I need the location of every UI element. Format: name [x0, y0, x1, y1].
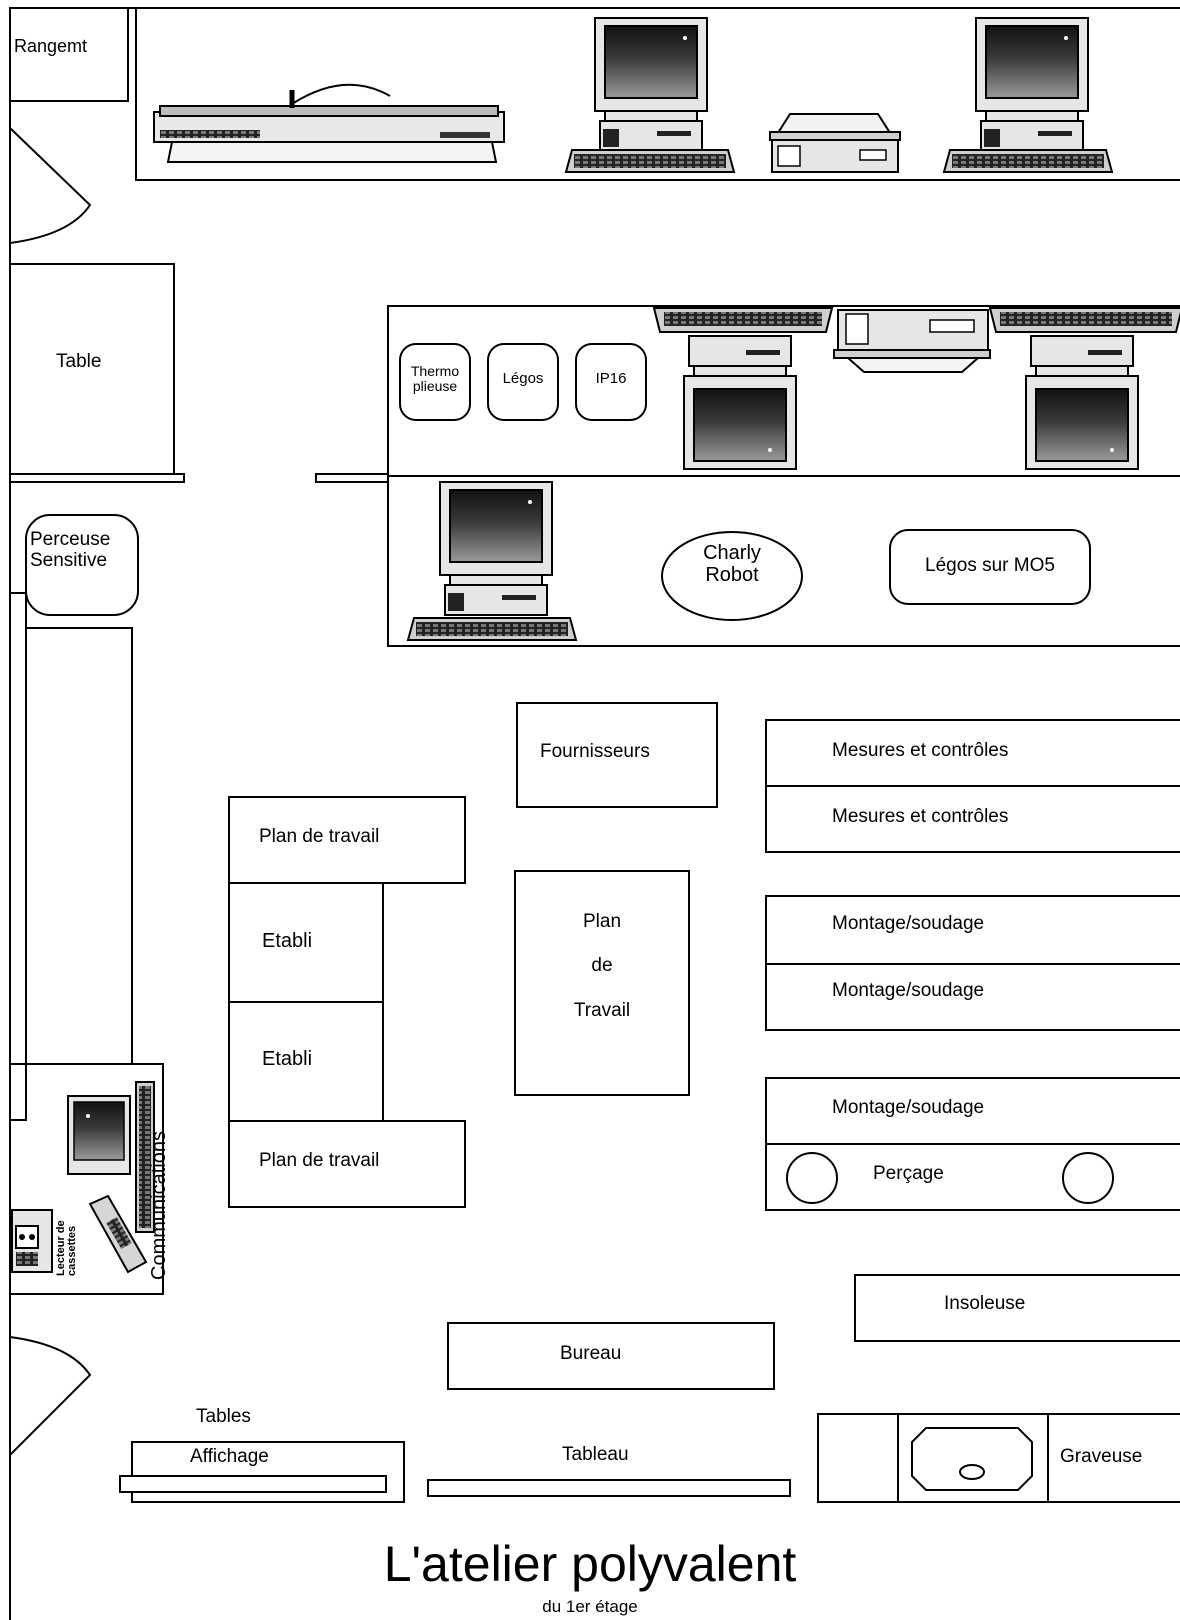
- label-insoleuse: Insoleuse: [944, 1293, 1026, 1314]
- label-fournisseurs: Fournisseurs: [540, 741, 650, 762]
- thermo-plieuse: [399, 343, 471, 421]
- legos-mo5: [889, 529, 1091, 605]
- legos-box: [487, 343, 559, 421]
- keyboard-icon: [135, 1081, 155, 1233]
- label-etabli-1: Etabli: [262, 930, 313, 952]
- label-rangement: Rangemt: [14, 36, 88, 56]
- communications-area: [9, 1063, 164, 1295]
- top-equipment-table: [135, 7, 1180, 181]
- table-ledge: [315, 473, 389, 483]
- label-mesures-1: Mesures et contrôles: [832, 740, 1009, 761]
- rangement-cabinet: [9, 7, 129, 102]
- graveuse-machine: [911, 1427, 1033, 1491]
- label-montage-1: Montage/soudage: [832, 913, 985, 934]
- label-legos-mo5: Légos sur MO5: [925, 555, 1055, 576]
- label-ip16: IP16: [595, 370, 627, 387]
- long-wall-bench: [9, 592, 27, 1121]
- drill-left: [786, 1152, 838, 1204]
- table-lower: [387, 475, 1180, 647]
- plan-de-travail-2: [228, 1120, 466, 1208]
- montage-bench-2: [765, 963, 1180, 1031]
- computer-icon: [439, 481, 553, 616]
- charly-robot: [661, 531, 803, 621]
- keyboard-icon: [565, 149, 735, 173]
- keyboard-icon: [407, 617, 577, 641]
- computer-icon: [594, 17, 708, 152]
- plan-de-travail-center: [514, 870, 690, 1096]
- fournisseurs-table: [516, 702, 718, 808]
- label-legos: Légos: [502, 370, 544, 387]
- computer-icon: [975, 17, 1089, 152]
- drill-right: [1062, 1152, 1114, 1204]
- affichage-ledge: [119, 1475, 387, 1493]
- page-title: L'atelier polyvalent: [383, 1536, 797, 1592]
- label-mesures-2: Mesures et contrôles: [832, 806, 1009, 827]
- printer-icon: [769, 113, 901, 173]
- label-etabli-2: Etabli: [262, 1048, 313, 1070]
- keyboard-icon: [988, 307, 1180, 333]
- insoleuse-table: [854, 1274, 1180, 1342]
- label-perceuse: Perceuse Sensitive: [30, 529, 111, 571]
- label-plan-center: Plan de Travail: [573, 911, 631, 1021]
- door-top: [9, 127, 92, 244]
- tableau-board: [427, 1479, 791, 1497]
- printer-icon: [833, 309, 991, 373]
- label-montage-3: Montage/soudage: [832, 1097, 985, 1118]
- label-tables: Tables: [196, 1406, 251, 1427]
- label-montage-2: Montage/soudage: [832, 980, 985, 1001]
- label-charly: Charly Robot: [703, 542, 761, 586]
- keyboard-icon: [652, 307, 834, 333]
- computer-icon: [67, 1095, 131, 1175]
- label-communications: Communications: [148, 1131, 170, 1280]
- wall-bench: [25, 627, 133, 1065]
- label-plan-travail-1: Plan de travail: [259, 826, 380, 847]
- percage-bench: [765, 1143, 1180, 1211]
- graveuse-table: [817, 1413, 1180, 1503]
- graveuse-tool: [959, 1464, 985, 1480]
- ip16-box: [575, 343, 647, 421]
- label-affichage: Affichage: [190, 1446, 269, 1467]
- keyboard-icon: [943, 149, 1113, 173]
- label-plan-travail-2: Plan de travail: [259, 1150, 380, 1171]
- label-percage: Perçage: [873, 1163, 944, 1184]
- page-subtitle: du 1er étage: [542, 1597, 638, 1616]
- affichage-board: [131, 1441, 405, 1503]
- cassette-player-icon: [11, 1209, 53, 1273]
- plotter-icon: [153, 83, 505, 163]
- computer-icon: [1025, 335, 1139, 470]
- bureau-desk: [447, 1322, 775, 1390]
- label-graveuse: Graveuse: [1060, 1446, 1143, 1467]
- label-bureau: Bureau: [560, 1343, 622, 1364]
- label-lecteur-cassettes: Lecteur de cassettes: [55, 1220, 78, 1276]
- computer-icon: [683, 335, 797, 470]
- label-tableau: Tableau: [562, 1444, 629, 1465]
- label-thermo: Thermo plieuse: [410, 363, 460, 394]
- table-ledge: [9, 473, 185, 483]
- mesures-bench-2: [765, 785, 1180, 853]
- perceuse-sensitive: [25, 514, 139, 616]
- door-bottom: [9, 1336, 92, 1456]
- phone-icon: [88, 1194, 148, 1274]
- label-table: Table: [56, 351, 102, 372]
